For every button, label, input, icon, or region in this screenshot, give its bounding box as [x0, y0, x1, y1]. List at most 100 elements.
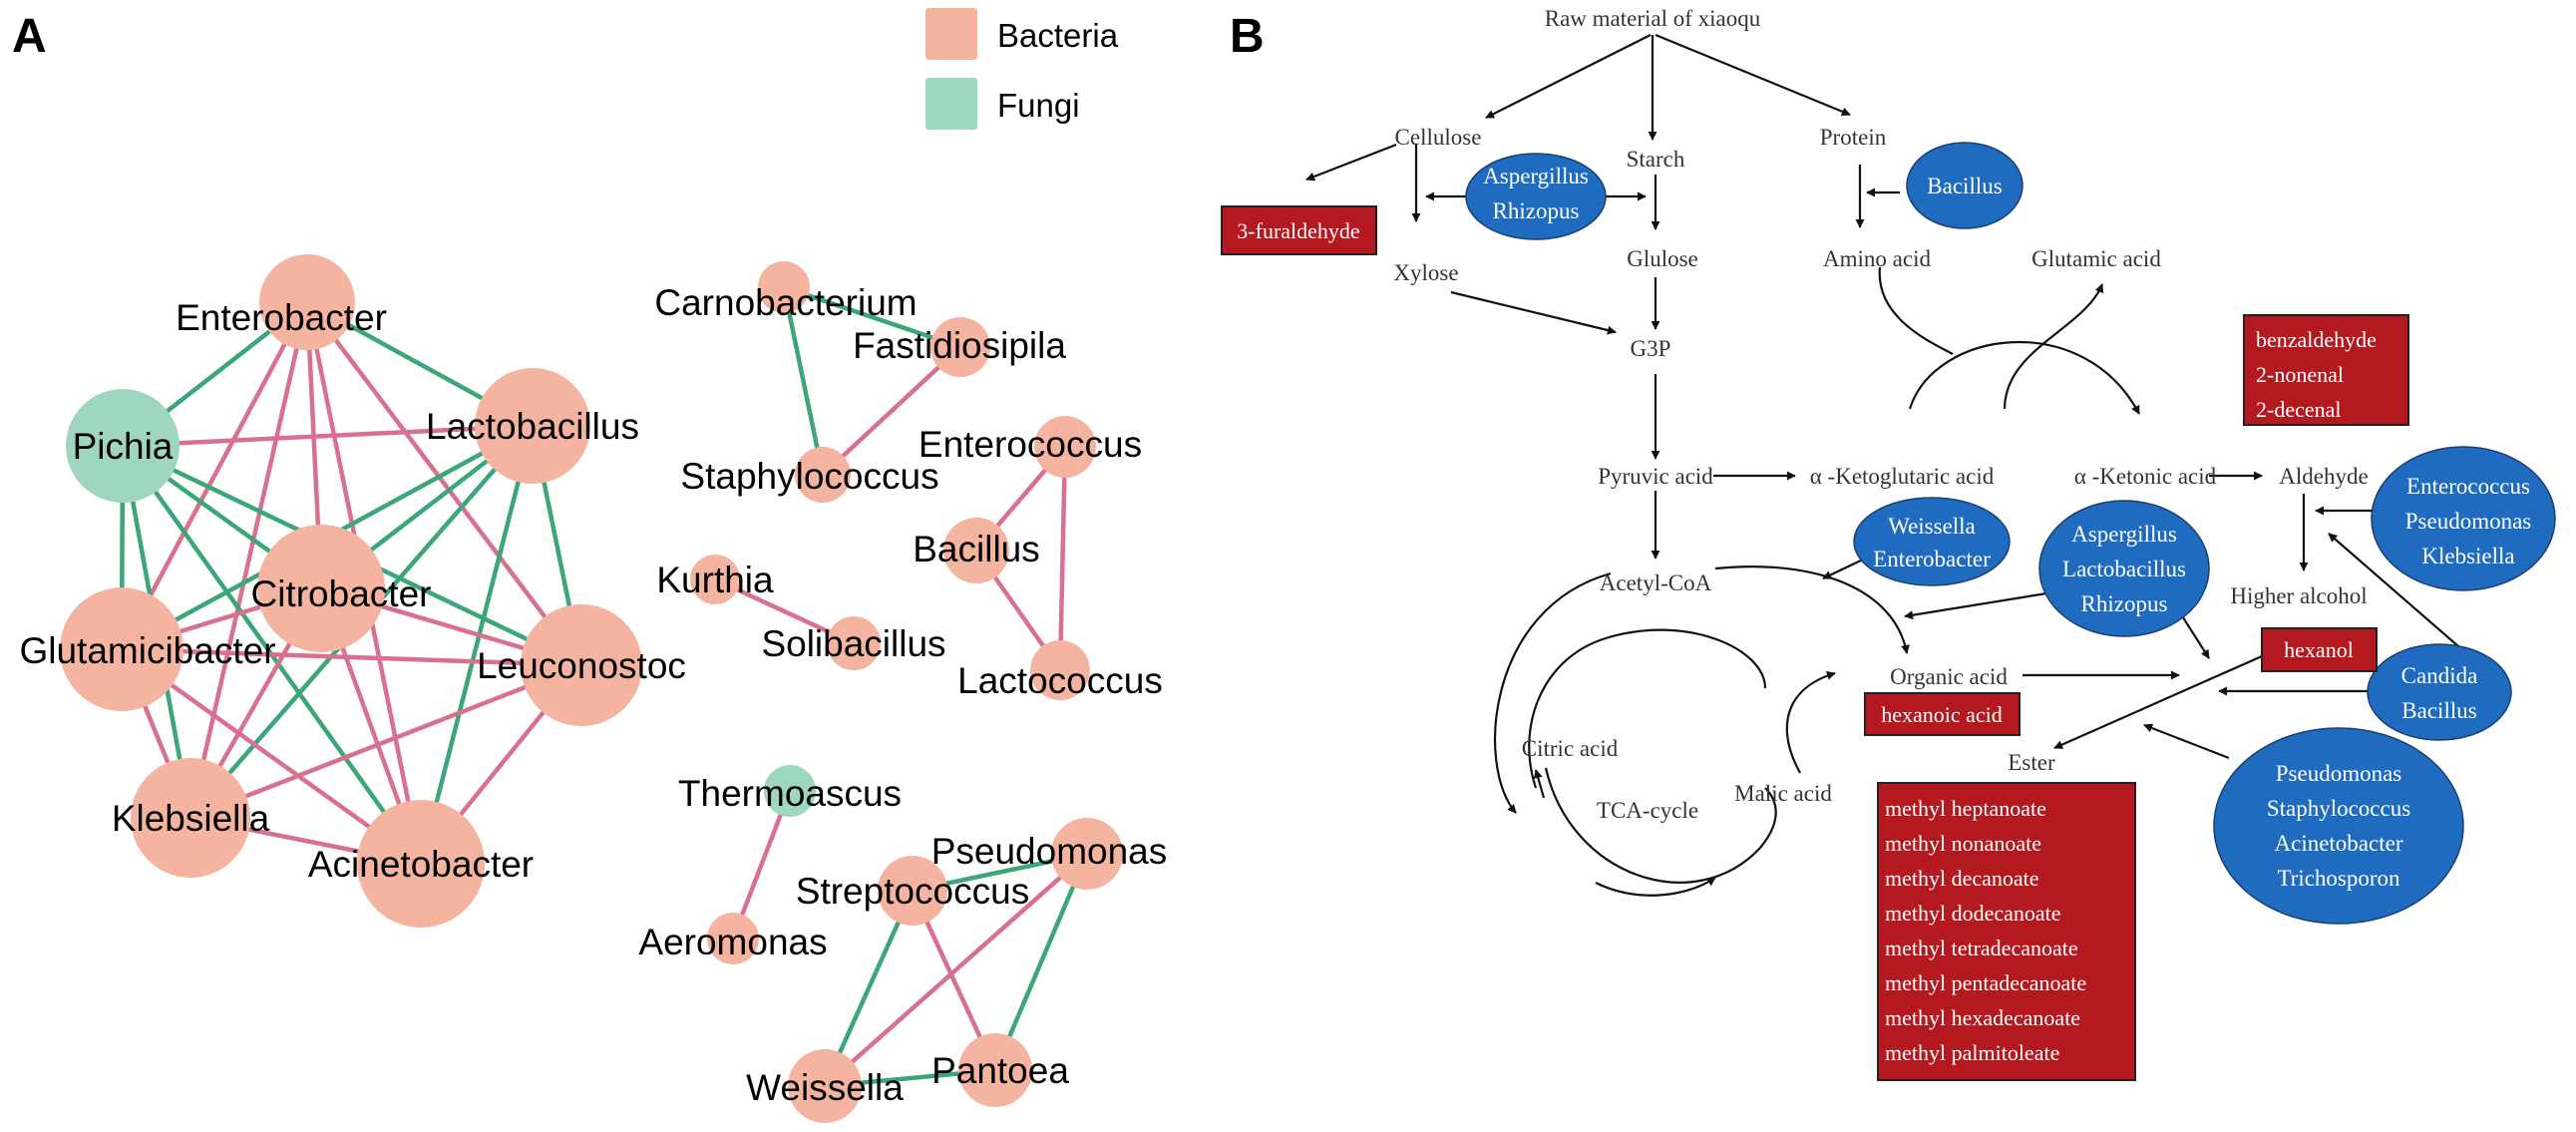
- box-hexanoic-acid: hexanoic acid: [1864, 692, 2021, 736]
- node-enterococcus: [1034, 416, 1096, 478]
- node-label-lactobacillus: Lactobacillus: [426, 406, 639, 447]
- label-malic-acid: Malic acid: [1734, 781, 1832, 806]
- arrow-aspergillus2-to-organic: [1904, 591, 2047, 620]
- oval-text: Weissella: [1888, 514, 1976, 539]
- arrow-weissella-to-acetyl: [1822, 558, 1866, 579]
- node-label-streptococcus: Streptococcus: [796, 871, 1029, 912]
- pathway-panel: B: [1221, 6, 2556, 1081]
- oval-text: Candida: [2401, 663, 2478, 688]
- node-thermoascus: [764, 765, 816, 817]
- box-text: methyl dodecanoate: [1885, 901, 2061, 926]
- label-amino-acid: Amino acid: [1823, 246, 1931, 271]
- oval-text: Klebsiella: [2421, 544, 2514, 568]
- label-ketonic-acid: α -Ketonic acid: [2074, 464, 2217, 489]
- node-label-glutamicibacter: Glutamicibacter: [19, 630, 275, 671]
- oval-text: Bacillus: [1927, 174, 2002, 198]
- edge-enterobacter-leuconostoc: [305, 300, 583, 667]
- box-aldehydes: benzaldehyde 2-nonenal 2-decenal: [2243, 314, 2409, 426]
- edge-thermoascus-aeromonas: [730, 790, 793, 940]
- label-g3p: G3P: [1631, 336, 1671, 361]
- box-text: 3-furaldehyde: [1237, 218, 1359, 243]
- label-xylose: Xylose: [1393, 260, 1458, 285]
- node-label-enterococcus: Enterococcus: [919, 424, 1142, 465]
- label-starch: Starch: [1627, 147, 1685, 172]
- node-label-staphylococcus: Staphylococcus: [680, 456, 938, 497]
- microbe-ovals: Aspergillus Rhizopus Bacillus Weissella …: [1465, 142, 2556, 925]
- box-text: methyl hexadecanoate: [1885, 1005, 2080, 1030]
- box-text: methyl tetradecanoate: [1885, 936, 2078, 960]
- legend: Bacteria Fungi: [925, 8, 1119, 130]
- box-hexanol: hexanol: [2261, 627, 2378, 672]
- node-label-pseudomonas: Pseudomonas: [931, 831, 1168, 872]
- legend-swatch-fungi: [925, 78, 977, 130]
- arrow-amino-curve: [1878, 266, 1954, 355]
- node-aeromonas: [707, 913, 759, 964]
- node-label-fastidiosipila: Fastidiosipila: [853, 325, 1066, 366]
- oval-shape: [1465, 153, 1607, 240]
- edge-leuconostoc-klebsiella: [189, 662, 582, 821]
- oval-weissella-enterobacter: Weissella Enterobacter: [1853, 497, 2011, 586]
- node-label-weissella: Weissella: [746, 1067, 904, 1108]
- label-cellulose: Cellulose: [1395, 125, 1482, 150]
- oval-shape: [1906, 142, 2024, 229]
- oval-candida-bacillus: Candida Bacillus: [2367, 643, 2512, 741]
- oval-text: Aspergillus: [2071, 522, 2177, 547]
- label-glutamic-acid: Glutamic acid: [2031, 246, 2161, 271]
- edge-fastidiosipila-staphylococcus: [821, 345, 962, 477]
- label-citric-acid: Citric acid: [1522, 736, 1619, 761]
- oval-text: Enterobacter: [1873, 547, 1991, 571]
- arrow-amino-to-glutamic: [2003, 283, 2104, 410]
- label-tca-cycle: TCA-cycle: [1597, 798, 1698, 823]
- tca-arc-top: [1528, 628, 1767, 789]
- arrow-pseudomonas-to-ester: [2143, 723, 2230, 760]
- label-ester: Ester: [2008, 750, 2055, 775]
- edge-pichia-lactobacillus: [122, 423, 534, 449]
- node-streptococcus: [878, 856, 947, 926]
- arrow-acetyl-to-citric: [1494, 571, 1612, 814]
- node-carnobacterium: [758, 261, 810, 313]
- node-label-citrobacter: Citrobacter: [251, 573, 432, 614]
- oval-aspergillus-lactobacillus-rhizopus: Aspergillus Lactobacillus Rhizopus: [2038, 500, 2210, 637]
- edge-enterobacter-glutamicibacter: [120, 300, 309, 651]
- edge-glutamicibacter-leuconostoc: [121, 646, 582, 668]
- arrow-acetyl-to-organic: [1714, 566, 1910, 654]
- edge-lactobacillus-acinetobacter: [418, 425, 536, 865]
- oval-shape: [2213, 727, 2464, 925]
- panel-a-letter: A: [12, 10, 47, 63]
- node-pichia: [66, 389, 180, 503]
- oval-pseudomonas-staphylococcus-acinetobacter-trichosporon: Pseudomonas Staphylococcus Acinetobacter…: [2213, 727, 2464, 925]
- node-kurthia: [690, 555, 740, 604]
- oval-text: Lactobacillus: [2062, 557, 2186, 581]
- box-shape: [1877, 782, 2136, 1081]
- node-fastidiosipila: [930, 317, 990, 377]
- oval-shape: [2367, 643, 2512, 741]
- node-lactococcus: [1030, 640, 1090, 700]
- box-esters: methyl heptanoate methyl nonanoate methy…: [1877, 782, 2136, 1081]
- oval-shape: [2371, 446, 2556, 591]
- arrow-raw-to-protein: [1655, 33, 1851, 117]
- node-label-solibacillus: Solibacillus: [761, 623, 945, 664]
- node-staphylococcus: [795, 447, 851, 503]
- label-ketoglutaric-acid: α -Ketoglutaric acid: [1810, 464, 1995, 489]
- box-text: hexanol: [2284, 637, 2354, 662]
- node-label-aeromonas: Aeromonas: [638, 922, 827, 962]
- node-label-thermoascus: Thermoascus: [678, 773, 902, 814]
- oval-text: Pseudomonas: [2405, 509, 2532, 534]
- box-shape: [2261, 627, 2378, 672]
- arrow-cellulose-to-furaldehyde: [1305, 143, 1397, 182]
- edge-pseudomonas-pantoea: [992, 853, 1090, 1071]
- box-shape: [1864, 692, 2021, 736]
- node-weissella: [788, 1049, 862, 1123]
- node-lactobacillus: [475, 368, 590, 484]
- compound-boxes: 3-furaldehyde benzaldehyde 2-nonenal 2-d…: [1221, 205, 2409, 1081]
- box-text: methyl decanoate: [1885, 866, 2039, 891]
- label-protein: Protein: [1820, 125, 1887, 150]
- label-pyruvic-acid: Pyruvic acid: [1598, 464, 1713, 489]
- node-klebsiella: [131, 758, 250, 878]
- oval-text: Bacillus: [2401, 698, 2476, 723]
- edge-carnobacterium-fastidiosipila: [783, 284, 961, 350]
- oval-text: Enterococcus: [2406, 474, 2530, 499]
- node-label-klebsiella: Klebsiella: [112, 798, 270, 839]
- box-text: methyl heptanoate: [1885, 796, 2046, 821]
